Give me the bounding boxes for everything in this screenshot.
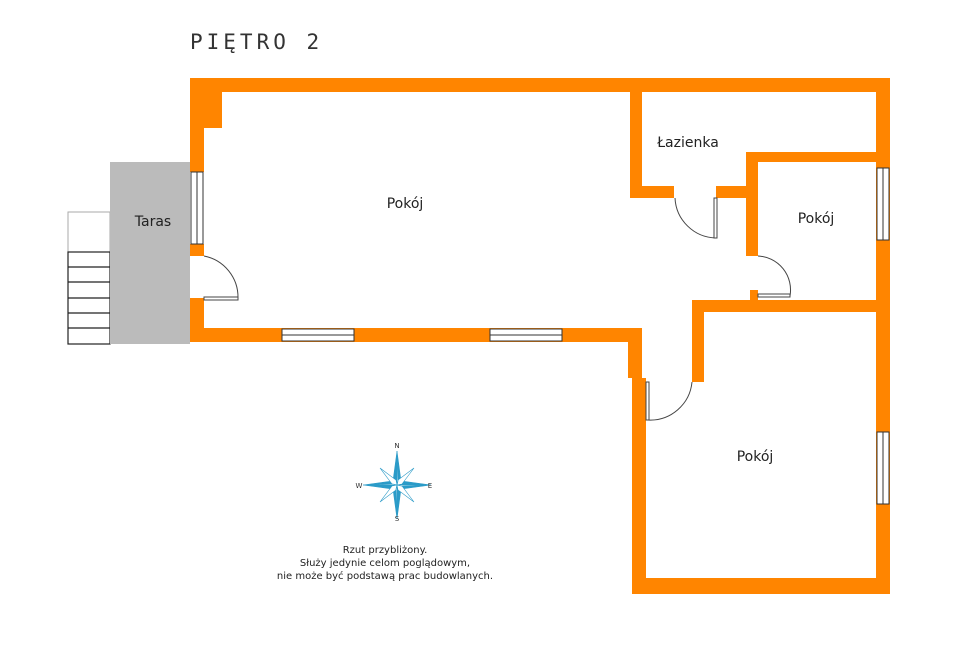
door-large-room (647, 381, 693, 421)
door-terrace (203, 255, 239, 299)
disclaimer: Rzut przybliżony. Służy jedynie celom po… (250, 544, 520, 583)
room-label-terrace: Taras (134, 214, 172, 230)
compass-west: W (355, 482, 363, 490)
stairs (67, 211, 111, 345)
windows (190, 167, 890, 505)
doors[interactable] (203, 197, 792, 421)
door-small-room (757, 255, 792, 297)
terrace-area (110, 162, 190, 344)
room-label-bathroom: Łazienka (657, 135, 719, 151)
room-label-small-room: Pokój (797, 211, 835, 227)
disclaimer-line-1: Rzut przybliżony. (342, 545, 428, 556)
compass-rose-icon (362, 450, 432, 520)
compass-south: S (394, 515, 400, 523)
disclaimer-line-3: nie może być podstawą prac budowlanych. (276, 571, 494, 582)
disclaimer-line-2: Służy jedynie celom poglądowym, (299, 558, 471, 569)
room-label-large-room: Pokój (736, 449, 774, 465)
compass-north: N (394, 442, 400, 450)
compass-east: E (427, 482, 433, 490)
door-bathroom (674, 197, 717, 239)
floor-title: PIĘTRO 2 (190, 30, 324, 54)
room-label-main: Pokój (386, 196, 424, 212)
